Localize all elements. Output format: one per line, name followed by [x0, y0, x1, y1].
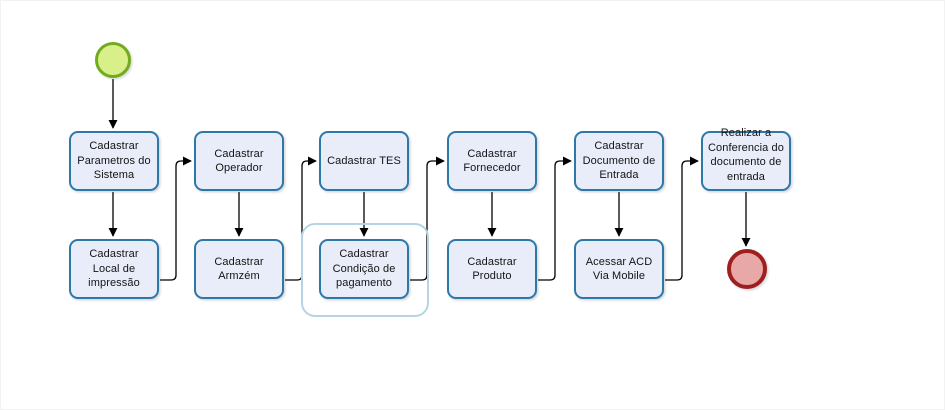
- task-label: Cadastrar Local de impressão: [88, 248, 140, 290]
- task-cadastrar-fornecedor[interactable]: Cadastrar Fornecedor: [447, 131, 537, 191]
- task-cadastrar-tes[interactable]: Cadastrar TES: [319, 131, 409, 191]
- task-label: Cadastrar Fornecedor: [463, 147, 521, 175]
- task-label: Cadastrar TES: [327, 154, 401, 167]
- task-cadastrar-local-de-impressao[interactable]: Cadastrar Local de impressão: [69, 239, 159, 299]
- connector-t8-to-t9: [538, 156, 572, 281]
- task-label: Cadastrar Produto: [467, 255, 517, 283]
- task-label: Cadastrar Documento de Entrada: [582, 140, 656, 182]
- task-cadastrar-armzem[interactable]: Cadastrar Armzém: [194, 239, 284, 299]
- task-label: Realizar a Conferencia do documento de e…: [707, 127, 784, 183]
- end-event-icon[interactable]: [727, 249, 767, 289]
- connector-t4-to-t5: [285, 156, 317, 281]
- connector-t10-to-t11: [665, 156, 699, 281]
- connector-t6-to-t7: [410, 156, 445, 281]
- task-cadastrar-condicao-de-pagamento[interactable]: Cadastrar Condição de pagamento: [319, 239, 409, 299]
- task-cadastrar-produto[interactable]: Cadastrar Produto: [447, 239, 537, 299]
- subprocess-selection-outline[interactable]: [301, 223, 429, 317]
- task-label: Cadastrar Operador: [214, 147, 264, 175]
- task-realizar-a-conferencia-do-documento-de-entrada[interactable]: Realizar a Conferencia do documento de e…: [701, 127, 791, 191]
- connector-t2-to-t3: [160, 156, 192, 281]
- task-cadastrar-documento-de-entrada[interactable]: Cadastrar Documento de Entrada: [574, 131, 664, 191]
- task-acessar-acd-via-mobile[interactable]: Acessar ACD Via Mobile: [574, 239, 664, 299]
- start-event-icon[interactable]: [95, 42, 131, 78]
- task-label: Acessar ACD Via Mobile: [585, 255, 653, 283]
- task-label: Cadastrar Armzém: [214, 255, 264, 283]
- task-cadastrar-parametros-do-sistema[interactable]: Cadastrar Parametros do Sistema: [69, 131, 159, 191]
- task-cadastrar-operador[interactable]: Cadastrar Operador: [194, 131, 284, 191]
- task-label: Cadastrar Condição de pagamento: [332, 248, 396, 290]
- task-label: Cadastrar Parametros do Sistema: [77, 140, 151, 182]
